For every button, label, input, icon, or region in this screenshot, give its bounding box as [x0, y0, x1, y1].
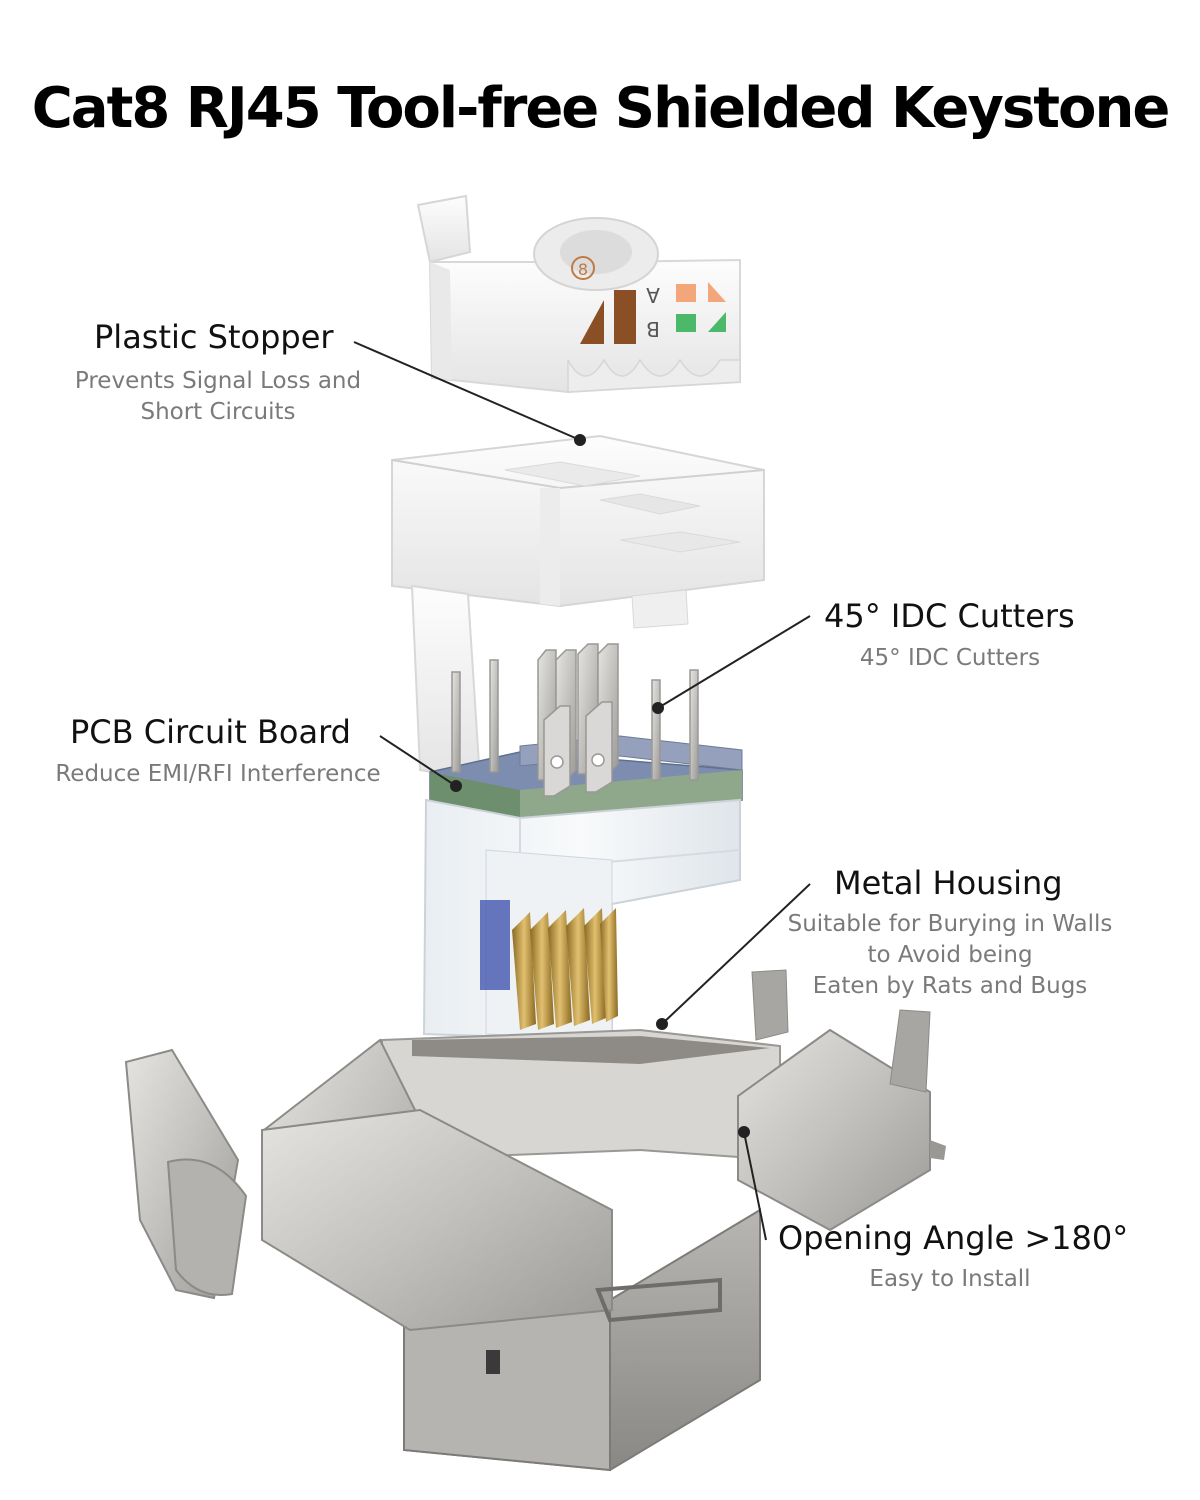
plastic-stopper: [391, 434, 765, 782]
orange-triangle-marker: [708, 282, 726, 302]
page-title: Cat8 RJ45 Tool-free Shielded Keystone: [31, 76, 1171, 141]
idc-cutters-description: 45° IDC Cutters: [859, 645, 1041, 671]
leader-idc-cutters: [657, 615, 811, 709]
wiring-cap: A B 8: [416, 194, 741, 394]
pair-a-marking: A: [646, 283, 660, 307]
gold-contacts: [512, 908, 618, 1030]
orange-square-marker: [676, 284, 696, 302]
green-square-marker: [676, 314, 696, 332]
leader-lines: [353, 341, 811, 1241]
leader-pcb: [379, 735, 457, 787]
metal-housing-description: Suitable for Burying in Walls to Avoid b…: [787, 911, 1113, 999]
leader-metal-housing: [661, 883, 811, 1025]
plastic-stopper-title: Plastic Stopper: [94, 318, 334, 356]
leader-plastic-stopper: [353, 341, 581, 441]
pcb-title: PCB Circuit Board: [70, 713, 351, 751]
pair-number-circle: [571, 256, 595, 280]
pcb-description: Reduce EMI/RFI Interference: [55, 761, 381, 787]
opening-angle-title: Opening Angle >180°: [778, 1219, 1129, 1257]
metal-housing: [124, 969, 946, 1472]
brown-bar-marker: [614, 290, 636, 344]
green-triangle-marker: [708, 312, 726, 332]
opening-angle-description: Easy to Install: [869, 1266, 1031, 1292]
pair-number-marking: 8: [578, 260, 588, 279]
clear-jack-body: [422, 798, 741, 1042]
idc-cutters-title: 45° IDC Cutters: [824, 597, 1075, 635]
idc-cutters: [451, 643, 699, 797]
pair-b-marking: B: [646, 317, 660, 341]
plastic-stopper-description: Prevents Signal Loss and Short Circuits: [74, 368, 362, 425]
metal-housing-title: Metal Housing: [834, 864, 1063, 902]
leader-opening-angle: [743, 1131, 767, 1241]
brown-triangle-marker: [580, 300, 604, 344]
